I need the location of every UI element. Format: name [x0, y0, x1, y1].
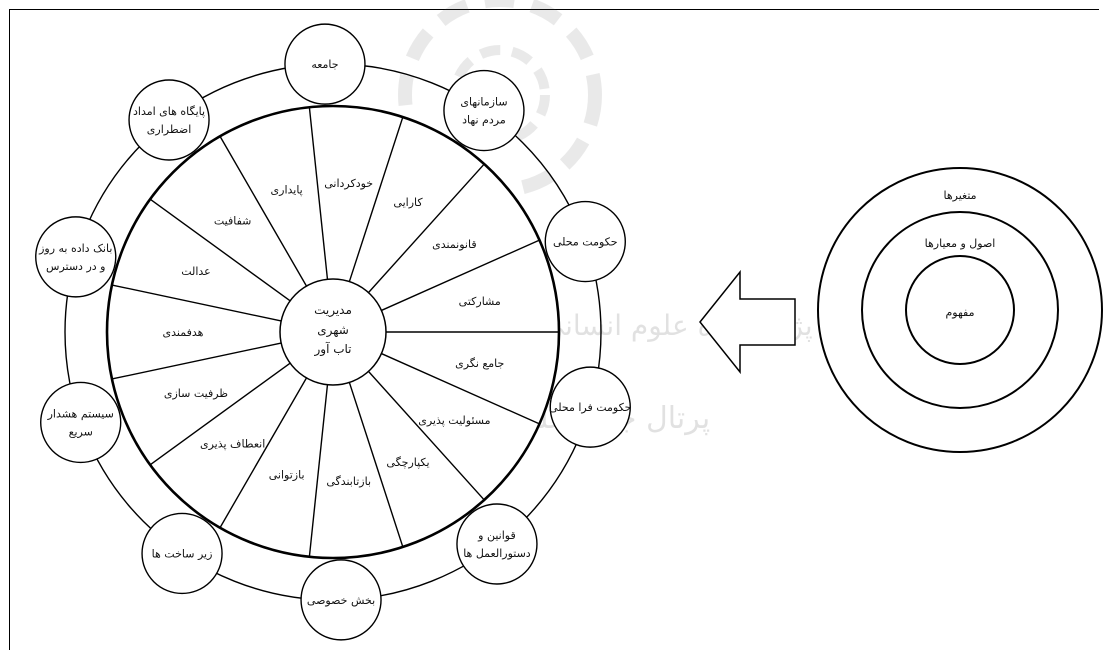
legend-label-concept: مفهوم [945, 306, 974, 319]
wheel-segment-label: پایداری [271, 183, 303, 196]
outer-node-circle [40, 381, 122, 464]
outer-node-circle [141, 512, 223, 595]
legend-ring-outer [817, 167, 1103, 453]
outer-node-circle [443, 69, 525, 152]
legend-ring-inner [905, 255, 1015, 365]
outer-node: بخش خصوصی [300, 559, 382, 641]
wheel-segment-label: انعطاف پذیری [200, 437, 265, 450]
outer-node-label: سریع [69, 425, 93, 438]
outer-node-circle [456, 503, 538, 585]
outer-node-label: دستورالعمل ها [463, 547, 531, 560]
outer-node-label: اضطراری [147, 123, 191, 136]
wheel-spokes [111, 107, 559, 557]
outer-node-circle [300, 559, 382, 641]
outer-node-label: زیر ساخت ها [152, 547, 213, 560]
hub-label: مدیریت شهری تاب آور [313, 303, 351, 357]
wheel-spoke [149, 198, 291, 302]
outer-node: زیر ساخت ها [141, 512, 223, 595]
outer-node-circle [549, 366, 631, 448]
wheel-spoke [367, 370, 485, 501]
outer-node-label: و در دسترس [46, 260, 105, 273]
outer-node: قوانین و دستورالعمل ها [456, 503, 538, 585]
outer-node-label: قوانین و [477, 529, 516, 542]
wheel-spoke [308, 107, 329, 280]
wheel-spoke [111, 284, 282, 322]
wheel-spoke [348, 116, 404, 282]
wheel-spoke [367, 163, 485, 294]
wheel-segment-label: بازتابندگی [326, 475, 371, 488]
wheel-spoke [111, 342, 282, 380]
hub-label-line-3: تاب آور [313, 341, 351, 357]
outer-node: حکومت محلی [544, 200, 626, 283]
outer-node-label: حکومت محلی [553, 236, 618, 249]
outer-node-circle [544, 200, 626, 283]
legend-label-principles: اصول و معیارها [925, 237, 996, 250]
wheel-segment-label: جامع نگری [455, 357, 504, 370]
outer-node-label: حکومت فرا محلی [549, 401, 631, 414]
outer-node: جامعه [284, 23, 366, 105]
outer-nodes: جامعه سازمانهای مردم نهاد حکومت محلی حکومت ف… [35, 23, 631, 641]
hub-label-line-1: مدیریت [314, 303, 352, 318]
wheel-spoke [381, 352, 540, 425]
wheel-segment-label: هدفمندی [163, 326, 204, 339]
outer-node-circle [35, 216, 117, 298]
hub-label-line-2: شهری [317, 323, 349, 338]
hub-circle [279, 278, 387, 386]
outer-node: پایگاه های امداد اضطراری [128, 79, 210, 161]
wheel-segment-label: مشارکتی [459, 295, 501, 308]
wheel-spoke [149, 362, 291, 466]
outer-node-label: سازمانهای [460, 96, 507, 109]
outer-node-label: پایگاه های امداد [133, 105, 205, 118]
outer-node: سیستم هشدار سریع [40, 381, 122, 464]
wheel-segment-label: ظرفیت سازی [164, 387, 228, 400]
outer-node-label: مردم نهاد [462, 114, 506, 127]
wheel-segment-label: خودکردانی [324, 177, 373, 190]
outer-node-label: بخش خصوصی [307, 594, 375, 607]
outer-node: سازمانهای مردم نهاد [443, 69, 525, 152]
wheel-spoke [308, 384, 329, 557]
figure-frame [9, 9, 1099, 650]
outer-node: بانک داده به روز و در دسترس [35, 216, 117, 298]
wheel-segment-label: کارایی [393, 196, 423, 209]
legend-label-variables: متغیرها [943, 189, 976, 202]
wheel-segment-label: شفافیت [214, 215, 252, 228]
outer-node-label: سیستم هشدار [47, 407, 114, 420]
outer-node-label: جامعه [311, 58, 338, 71]
wheel-spoke [219, 135, 308, 287]
wheel-segment-labels: مشارکتی قانونمندی کارایی خودکردانی پایداری شف… [163, 177, 505, 488]
outer-node: حکومت فرا محلی [549, 366, 631, 448]
wheel-segment-label: بازتوانی [269, 469, 305, 482]
wheel-segment-label: عدالت [181, 265, 211, 278]
outer-node-circle [128, 79, 210, 161]
wheel-segment-label: یکپارچگی [386, 456, 429, 469]
wheel-segment-label: قانونمندی [432, 238, 476, 251]
legend-ring-middle [861, 211, 1059, 409]
outer-node-circle [284, 23, 366, 105]
wheel-spoke [348, 382, 404, 548]
arrow-left-icon [699, 269, 796, 375]
wheel-spoke [219, 377, 308, 529]
legend-rings: متغیرها اصول و معیارها مفهوم [817, 167, 1103, 453]
wheel-segment-label: مسئولیت پذیری [418, 414, 490, 427]
wheel-spoke [381, 239, 540, 312]
outer-node-label: بانک داده به روز [38, 242, 112, 255]
